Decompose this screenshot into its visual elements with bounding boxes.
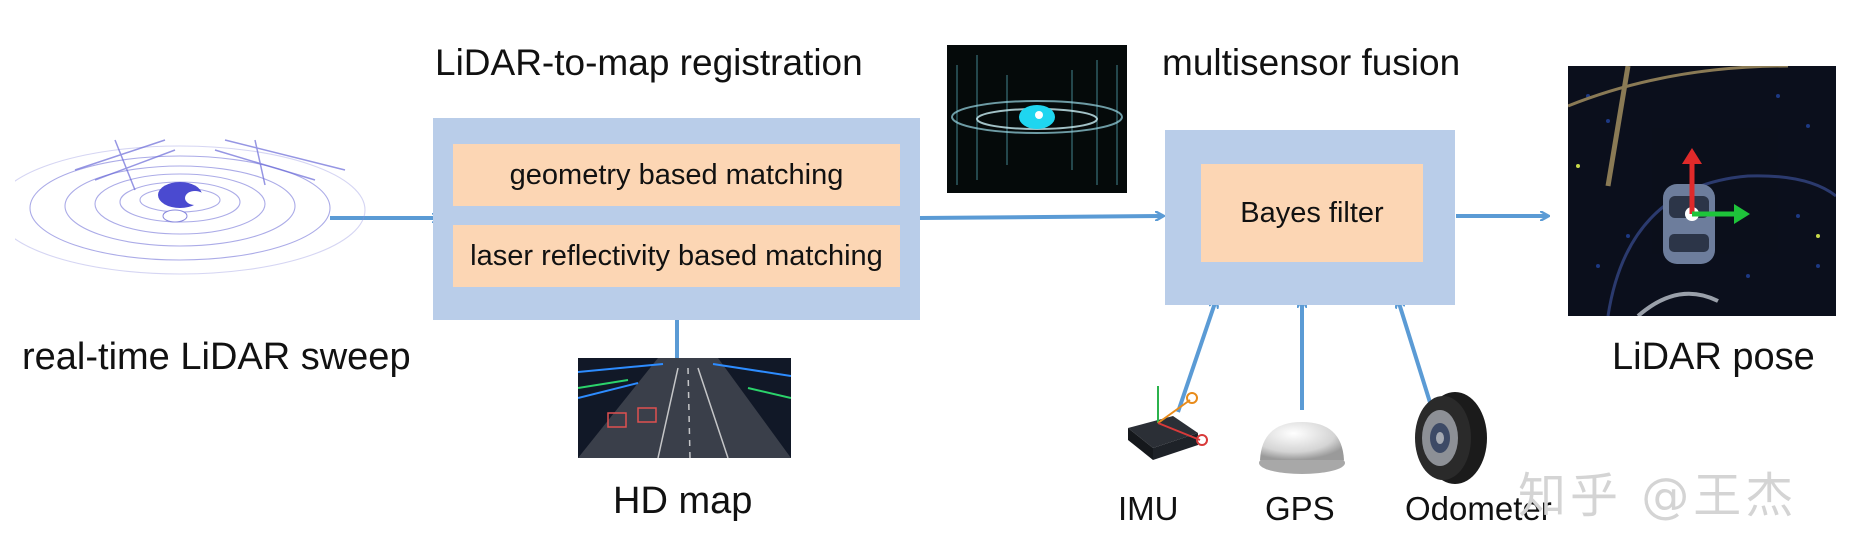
lidar-pose-image bbox=[1568, 66, 1836, 316]
fusion-panel: Bayes filter bbox=[1165, 130, 1455, 305]
imu-icon bbox=[1118, 378, 1208, 468]
lidar-sweep-label: real-time LiDAR sweep bbox=[22, 336, 411, 378]
reflectivity-matching-box: laser reflectivity based matching bbox=[453, 225, 900, 287]
registration-panel: geometry based matching laser reflectivi… bbox=[433, 118, 920, 320]
watermark-text: 知乎 @王杰 bbox=[1518, 468, 1798, 524]
arrow-registration-to-fusion bbox=[919, 216, 1163, 218]
gps-icon bbox=[1257, 418, 1347, 476]
fusion-title: multisensor fusion bbox=[1162, 42, 1461, 83]
lidar-pose-label: LiDAR pose bbox=[1612, 336, 1815, 378]
registration-title: LiDAR-to-map registration bbox=[435, 42, 863, 83]
lidar-sweep-image bbox=[15, 110, 390, 300]
bayes-filter-box: Bayes filter bbox=[1201, 164, 1423, 262]
imu-label: IMU bbox=[1118, 490, 1179, 527]
arrow-odometer-to-fusion bbox=[1398, 300, 1435, 413]
odometer-label: Odometer bbox=[1405, 490, 1552, 527]
arrow-imu-to-fusion bbox=[1176, 300, 1216, 413]
hd-map-label: HD map bbox=[613, 480, 753, 522]
geometry-matching-box: geometry based matching bbox=[453, 144, 900, 206]
hd-map-image bbox=[578, 358, 791, 458]
odometer-wheel-icon bbox=[1410, 390, 1490, 485]
gps-label: GPS bbox=[1265, 490, 1335, 527]
registration-result-image bbox=[947, 45, 1127, 193]
